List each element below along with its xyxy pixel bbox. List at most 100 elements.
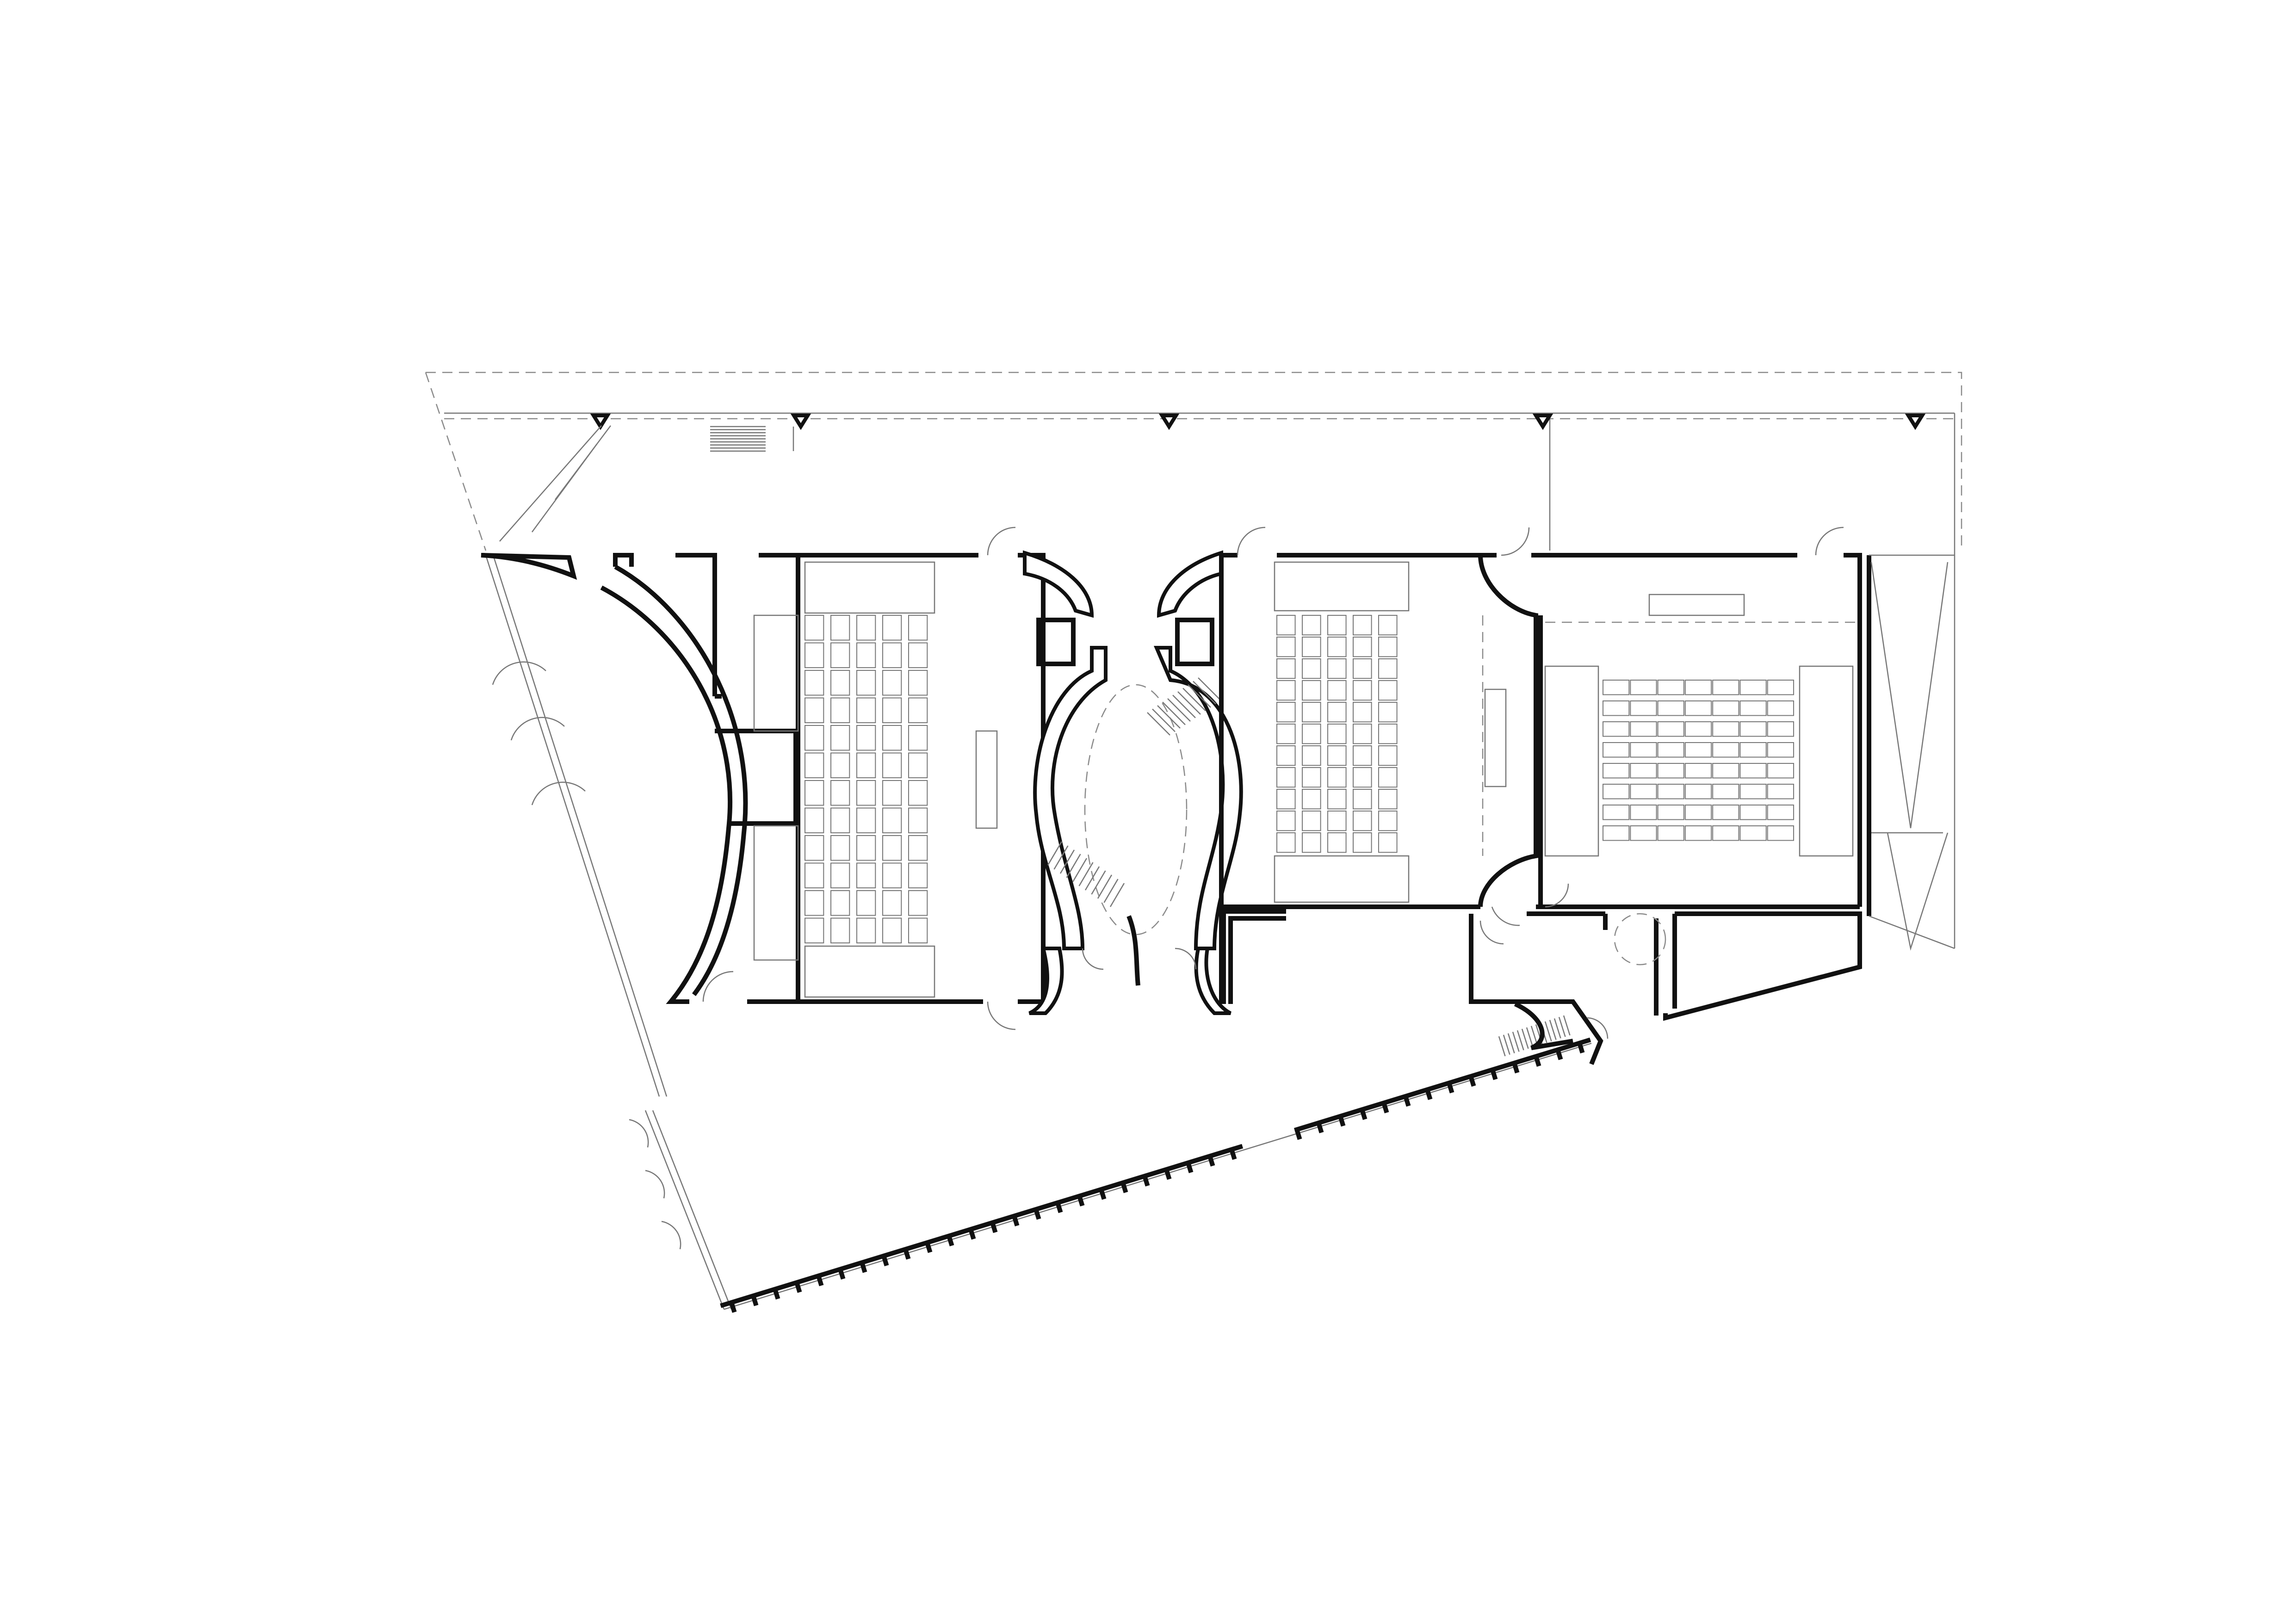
stair-tread <box>1109 883 1125 907</box>
seat <box>1739 742 1767 758</box>
seat <box>1302 637 1321 657</box>
facade-pier <box>1425 1089 1433 1100</box>
seat <box>1767 680 1795 695</box>
facade-pier <box>729 1301 737 1313</box>
seat <box>1603 742 1630 758</box>
facade-pier <box>1186 1162 1194 1173</box>
facade-pier <box>838 1268 846 1280</box>
seat <box>1327 832 1347 853</box>
hall-center <box>1219 527 1541 1004</box>
seat <box>1327 811 1347 831</box>
central-lobby <box>1023 550 1243 1015</box>
seat <box>908 917 928 944</box>
seat <box>1378 745 1398 766</box>
seat <box>1739 784 1767 799</box>
seat <box>1739 680 1767 695</box>
seat <box>1684 805 1712 820</box>
stair-tread <box>1503 1035 1510 1055</box>
seat <box>1378 767 1398 788</box>
seat <box>1327 724 1347 744</box>
facade-pier <box>1120 1182 1128 1193</box>
facade-pier <box>773 1288 780 1300</box>
stair-tread <box>1526 1027 1534 1047</box>
stair-tread <box>1162 701 1186 725</box>
stair-tread <box>1516 1030 1524 1051</box>
facade-pier <box>1360 1109 1368 1120</box>
seat <box>1767 721 1795 737</box>
stair-tread <box>1157 705 1181 729</box>
seat <box>1657 721 1684 737</box>
stair-tread <box>1558 1016 1566 1037</box>
facade-pier <box>860 1262 867 1273</box>
seat <box>1712 763 1739 779</box>
facade-pier <box>947 1235 954 1246</box>
stair-tread <box>1507 1033 1515 1053</box>
seat <box>908 807 928 834</box>
service-rooms <box>1221 909 1862 1065</box>
seat <box>1302 767 1321 788</box>
facade-pier <box>1468 1075 1476 1087</box>
seat <box>1378 789 1398 810</box>
seat <box>908 780 928 806</box>
seat <box>1684 825 1712 841</box>
seat <box>830 862 850 889</box>
seat <box>856 725 876 751</box>
seat <box>1657 825 1684 841</box>
column-markers <box>590 414 1926 430</box>
hall-center-seating <box>1276 615 1398 853</box>
facade-pier <box>1403 1096 1411 1107</box>
seat <box>1276 615 1296 636</box>
seat <box>1353 724 1372 744</box>
seat <box>1302 789 1321 810</box>
seat <box>1657 742 1684 758</box>
seat <box>1684 784 1712 799</box>
seat <box>1302 745 1321 766</box>
seat <box>1657 700 1684 716</box>
seat <box>1327 680 1347 701</box>
seat <box>882 835 902 861</box>
stair-tread <box>1047 841 1063 866</box>
seat <box>1630 742 1657 758</box>
north-stair <box>710 426 794 452</box>
seat <box>908 725 928 751</box>
seat <box>805 917 824 944</box>
seat <box>908 642 928 669</box>
seat <box>1327 637 1347 657</box>
stair-tread <box>1072 858 1088 882</box>
facade-pier <box>1034 1208 1041 1220</box>
seat <box>1302 724 1321 744</box>
seat <box>805 615 824 641</box>
seat <box>1684 721 1712 737</box>
seat <box>830 697 850 724</box>
seat <box>1603 763 1630 779</box>
seat <box>1327 767 1347 788</box>
seat <box>1767 700 1795 716</box>
seat <box>1276 658 1296 679</box>
seat <box>1630 700 1657 716</box>
seat <box>1603 784 1630 799</box>
seat <box>882 890 902 916</box>
hall-west <box>613 527 1046 1030</box>
seat <box>908 890 928 916</box>
seat <box>1767 784 1795 799</box>
facade-pier <box>1512 1062 1520 1074</box>
facade-pier <box>1142 1175 1150 1187</box>
facade-pier <box>1577 1042 1585 1054</box>
stair-tread <box>1563 1015 1571 1036</box>
seat <box>908 862 928 889</box>
seat <box>1378 724 1398 744</box>
seat <box>882 697 902 724</box>
seat <box>1276 811 1296 831</box>
facade-pier <box>1490 1069 1498 1080</box>
seat <box>882 615 902 641</box>
hall-east-seating <box>1603 680 1795 841</box>
seat <box>805 697 824 724</box>
facade-pier <box>1077 1195 1085 1207</box>
seat <box>1603 825 1630 841</box>
seat <box>1630 680 1657 695</box>
seat <box>908 752 928 779</box>
seat <box>1276 637 1296 657</box>
facade-pier <box>1229 1149 1237 1160</box>
seat <box>856 780 876 806</box>
